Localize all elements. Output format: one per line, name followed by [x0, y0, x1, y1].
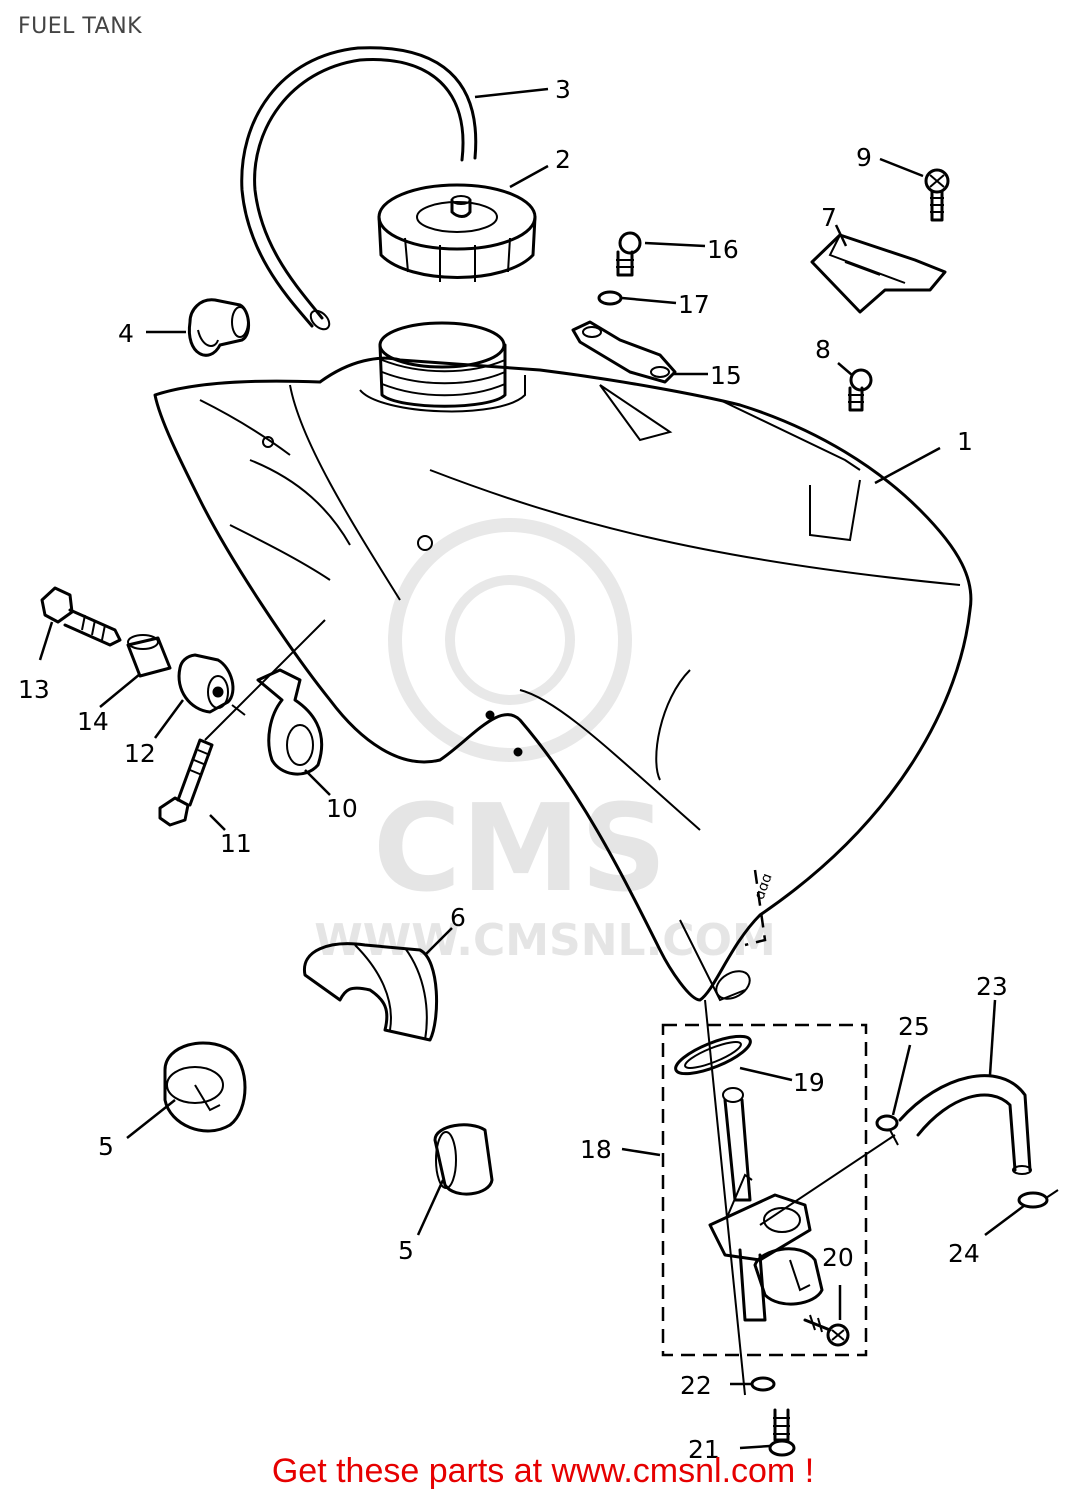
assembly-line-12 [231, 704, 246, 716]
callout-16: 16 [707, 235, 739, 264]
collar-14 [126, 634, 172, 678]
fuel-hose-23 [898, 1074, 1032, 1175]
callout-23: 23 [976, 972, 1008, 1001]
stay-10 [256, 668, 324, 776]
footer-link[interactable]: Get these parts at www.cmsnl.com ! [271, 1452, 815, 1490]
screw-20 [803, 1314, 850, 1347]
callout-18: 18 [580, 1135, 612, 1164]
callout-5-right: 5 [398, 1236, 414, 1265]
bolt-11 [158, 738, 214, 827]
callout-24: 24 [948, 1239, 980, 1268]
hose-clip [187, 298, 250, 357]
fuel-cock-18 [708, 1087, 824, 1322]
bolt-8 [848, 368, 873, 412]
callout-numbers: 1 2 3 4 5 5 6 7 8 9 10 11 12 13 14 15 16… [18, 75, 1008, 1464]
bolt-16 [616, 231, 642, 277]
callout-11: 11 [220, 829, 252, 858]
callout-10: 10 [326, 794, 358, 823]
fuel-cock-assembly-box [661, 1023, 868, 1357]
callout-1: 1 [957, 427, 973, 456]
callout-4: 4 [118, 319, 134, 348]
callout-13: 13 [18, 675, 50, 704]
assembly-line-hose [759, 1134, 896, 1226]
seat-bracket [810, 233, 947, 314]
callout-21: 21 [688, 1435, 720, 1464]
watermark-logo: CMS WWW.CMSNL.COM [314, 518, 776, 966]
callout-5-left: 5 [98, 1132, 114, 1161]
page-title: FUEL TANK [18, 14, 143, 39]
callout-19: 19 [793, 1068, 825, 1097]
fuel-cap [377, 183, 537, 282]
assembly-line-11 [204, 619, 326, 741]
washer-22 [750, 1376, 776, 1392]
callout-leaders [38, 87, 1026, 1450]
damper-5-left [163, 1041, 247, 1133]
callout-12: 12 [124, 739, 156, 768]
callout-17: 17 [678, 290, 710, 319]
watermark-brand: CMS [373, 780, 667, 919]
callout-8: 8 [815, 335, 831, 364]
callout-22: 22 [680, 1371, 712, 1400]
callout-7: 7 [821, 203, 837, 232]
tank-damper-6 [303, 942, 438, 1042]
callout-14: 14 [77, 707, 109, 736]
callout-6: 6 [450, 903, 466, 932]
damper-12 [177, 653, 235, 714]
callout-25: 25 [898, 1012, 930, 1041]
callout-15: 15 [710, 361, 742, 390]
assembly-line-fuel-cock [704, 999, 746, 1396]
fuel-tank-body: ɑɑɑ [153, 321, 973, 1002]
watermark-url: WWW.CMSNL.COM [314, 915, 776, 966]
bracket-15 [571, 320, 677, 384]
damper-5-right [433, 1123, 494, 1196]
callout-2: 2 [555, 145, 571, 174]
hose-clip-25 [875, 1114, 899, 1146]
screw-21 [768, 1408, 796, 1457]
vent-hose [240, 46, 478, 331]
callout-3: 3 [555, 75, 571, 104]
hose-clip-24 [1017, 1189, 1059, 1209]
callout-20: 20 [822, 1243, 854, 1272]
bolt-13 [40, 586, 122, 647]
callout-9: 9 [856, 143, 872, 172]
washer-17 [597, 290, 623, 306]
screw-9 [924, 168, 950, 222]
